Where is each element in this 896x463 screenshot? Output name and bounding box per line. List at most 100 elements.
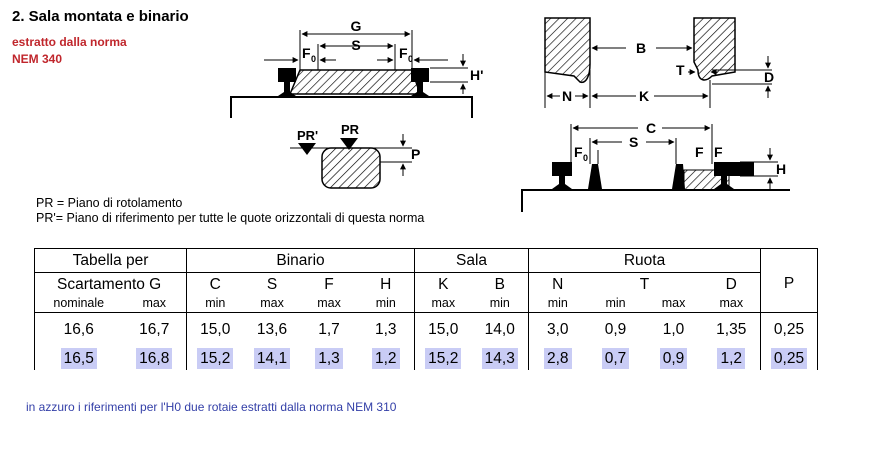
- sub-b-min: min: [471, 296, 530, 313]
- cell-nem310-t-min: 0,7: [587, 347, 645, 370]
- track-gauge-diagram: C S F 0 F F H: [521, 120, 790, 212]
- nem310-k-value: 15,2: [425, 347, 462, 369]
- label-f0-left: F: [302, 45, 311, 61]
- nem310-g-nom-value: 16,5: [60, 347, 97, 369]
- nem310-b-value: 14,3: [481, 347, 518, 369]
- sub-s-max: max: [243, 296, 301, 313]
- legend-pr: PR = Piano di rotolamento: [36, 196, 182, 210]
- footer-note: in azzuro i riferimenti per l'H0 due rot…: [26, 400, 397, 414]
- cell-nem310-t-max: 0,9: [645, 347, 703, 370]
- nem310-d-value: 1,2: [717, 347, 746, 369]
- header-sala: Sala: [414, 248, 530, 273]
- sub-h-min: min: [357, 296, 416, 313]
- label-s: S: [351, 37, 360, 53]
- nem310-c-value: 15,2: [197, 347, 234, 369]
- cell-p: 0,25: [760, 312, 819, 347]
- label-k: K: [639, 88, 649, 104]
- cell-nem310-n: 2,8: [529, 347, 587, 370]
- cell-nem310-h: 1,2: [357, 347, 416, 370]
- label-h-prime: H': [470, 67, 483, 83]
- table-row-nem340: 16,6 16,7 15,0 13,6 1,7 1,3 15,0 14,0 3,…: [34, 312, 819, 347]
- label-f0-sub: 0: [583, 153, 588, 163]
- wheelset-track-diagram: G S F 0 F 0 H': [230, 18, 483, 118]
- cell-c: 15,0: [200, 321, 231, 338]
- label-d: D: [764, 69, 774, 85]
- label-s2: S: [629, 134, 638, 150]
- label-pr: PR: [341, 122, 360, 137]
- cell-nem310-g-nom: 16,5: [34, 347, 123, 370]
- cell-nem310-d: 1,2: [702, 347, 762, 370]
- label-f0-right-sub: 0: [408, 54, 413, 64]
- nem310-h-value: 1,2: [371, 347, 400, 369]
- col-scartamento: Scartamento G: [33, 272, 188, 296]
- nem310-t-min-value: 0,7: [601, 347, 630, 369]
- col-p: P: [760, 272, 819, 296]
- label-b: B: [636, 40, 646, 56]
- cell-nem310-b: 14,3: [471, 347, 530, 370]
- source-note-line-2: NEM 340: [12, 52, 63, 66]
- sub-n-min: min: [528, 296, 587, 313]
- label-f0-left-sub: 0: [311, 54, 316, 64]
- table-row-nem310: 16,5 16,8 15,2 14,1 1,3 1,2 15,2 14,3 2,…: [34, 347, 819, 370]
- cell-b: 14,0: [471, 312, 530, 347]
- cell-d: 1,35: [702, 312, 762, 347]
- col-t: T: [639, 275, 650, 293]
- legend-prp-text: Piano di riferimento per tutte le quote …: [66, 211, 425, 225]
- table-subheader-row: nominale max min max max min max min min…: [34, 296, 819, 313]
- table-header-row: Tabella per Binario Sala Ruota: [33, 248, 819, 273]
- cell-nem310-f: 1,3: [301, 347, 358, 370]
- sub-f-max: max: [300, 296, 358, 313]
- dimensions-table: Tabella per Binario Sala Ruota Scartamen…: [33, 248, 819, 370]
- sub-c-min: min: [186, 296, 244, 313]
- nem310-p-value: 0,25: [770, 347, 808, 369]
- cell-f: 1,7: [318, 321, 340, 338]
- legend-pr-abbr: PR =: [36, 196, 65, 210]
- label-t: T: [676, 62, 685, 78]
- nem310-t-max-value: 0,9: [659, 347, 688, 369]
- nem310-f-value: 1,3: [315, 347, 343, 369]
- table-column-row: Scartamento G C S F H K B N T D P: [33, 272, 819, 296]
- cell-nem310-k: 15,2: [415, 347, 472, 370]
- header-p-empty: [760, 248, 819, 273]
- cell-nem310-g-max: 16,8: [122, 347, 188, 370]
- cell-t-max: 1,0: [662, 321, 685, 338]
- label-pr-prime: PR': [297, 128, 318, 143]
- col-c: C: [209, 275, 221, 293]
- label-g: G: [351, 18, 362, 34]
- col-b: B: [471, 272, 530, 296]
- cell-nem310-s: 14,1: [244, 347, 301, 370]
- cell-nem310-c: 15,2: [187, 347, 244, 370]
- sub-k-max: max: [414, 296, 472, 313]
- sub-nominale: nominale: [34, 296, 123, 313]
- label-f-left: F: [695, 144, 704, 160]
- sub-d-max: max: [702, 296, 762, 313]
- sub-p-empty: [760, 296, 819, 313]
- header-ruota: Ruota: [528, 248, 762, 273]
- nem310-g-max-value: 16,8: [136, 347, 173, 369]
- cell-t-min: 0,9: [604, 321, 627, 338]
- wheel-profile-diagram: B T D N K: [544, 17, 774, 108]
- cell-s: 13,6: [256, 321, 288, 338]
- col-n: N: [552, 275, 564, 293]
- header-binario: Binario: [186, 248, 416, 273]
- nem310-n-value: 2,8: [543, 347, 572, 369]
- label-f0-right: F: [399, 45, 408, 61]
- cell-k: 15,0: [428, 321, 459, 338]
- cell-g-max: 16,7: [122, 312, 188, 347]
- cell-g-nom: 16,6: [34, 312, 123, 347]
- col-d: D: [702, 272, 762, 296]
- col-h: H: [357, 272, 416, 296]
- label-f-right: F: [714, 144, 723, 160]
- cell-n: 3,0: [546, 321, 569, 338]
- legend-prp: PR'= Piano di riferimento per tutte le q…: [36, 211, 424, 225]
- cell-nem310-p: 0,25: [760, 347, 819, 370]
- sub-t-max: max: [644, 296, 703, 313]
- nem310-s-value: 14,1: [253, 347, 291, 369]
- legend-prp-abbr: PR'=: [36, 211, 64, 225]
- label-f0: F: [574, 144, 583, 160]
- label-h: H: [776, 161, 786, 177]
- source-note-line-1: estratto dalla norma: [12, 35, 127, 49]
- rail-head-diagram: PR' PR P: [290, 122, 420, 189]
- col-s: S: [266, 275, 278, 293]
